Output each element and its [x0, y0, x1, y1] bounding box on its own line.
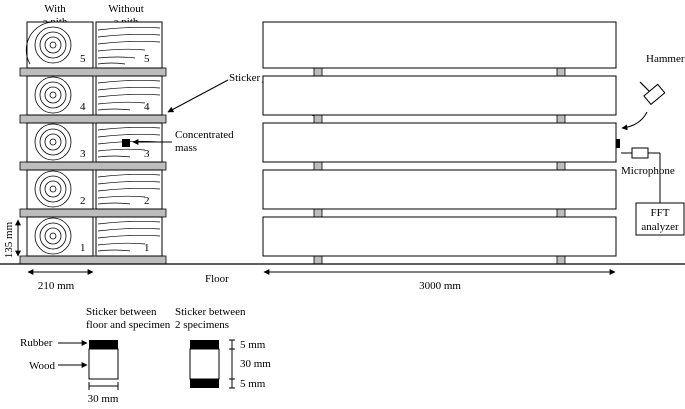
sticker-detail-between: Sticker between 2 specimens 5 mm 30 mm 5… [175, 306, 271, 390]
sticker [313, 67, 323, 77]
concentrated-mass-block [122, 139, 130, 147]
specimen-with-pith-2 [26, 169, 94, 210]
sticker [556, 67, 566, 77]
dim-30-width-label: 30 mm [88, 393, 119, 404]
long-specimen-4 [262, 75, 617, 116]
rubber-layer [89, 340, 118, 349]
sticker-bar [19, 208, 167, 218]
floor-label: Floor [205, 273, 229, 285]
sticker-bar [19, 114, 167, 124]
rubber-layer-top [190, 340, 219, 349]
specimen-number: 1 [144, 242, 150, 254]
sticker-arrow-left [167, 79, 229, 113]
sticker-spec-label-line1: Sticker between [175, 306, 246, 318]
wood-layer [88, 348, 119, 380]
sticker-bar [19, 255, 167, 265]
specimen-number: 5 [144, 53, 150, 65]
rubber-label: Rubber [20, 337, 53, 349]
long-specimen-5 [262, 21, 617, 69]
fft-analyzer-box [635, 202, 685, 236]
without-pith-label-line1: Without [108, 3, 144, 15]
sticker [556, 255, 566, 265]
specimen-with-pith-5 [26, 21, 94, 69]
microphone-label: Microphone [621, 165, 675, 177]
specimen-with-pith-3 [26, 122, 94, 163]
sticker-bar [19, 67, 167, 77]
specimen-number: 3 [144, 148, 150, 160]
dim-210-label: 210 mm [38, 280, 75, 292]
concentrated-mass-label-line1: Concentrated [175, 129, 234, 141]
with-pith-label-line1: With [44, 3, 66, 15]
sticker-bar [19, 161, 167, 171]
dim-5-top-label: 5 mm [240, 339, 266, 351]
impact-arrow [621, 111, 648, 131]
specimen-without-pith-4 [95, 75, 163, 116]
specimen-number: 4 [80, 101, 86, 113]
fft-label-line1: FFT [651, 207, 670, 219]
hammer-icon [639, 81, 666, 106]
dim-30-height-label: 30 mm [240, 358, 271, 370]
sticker [313, 255, 323, 265]
sticker [313, 208, 323, 218]
dim-3000-label: 3000 mm [419, 280, 461, 292]
specimen-number: 1 [80, 242, 86, 254]
specimen-number: 4 [144, 101, 150, 113]
sticker-spec-label-line2: 2 specimens [175, 319, 229, 331]
sticker-floor-label-line1: Sticker between [86, 306, 157, 318]
dim-135-label: 135 mm [3, 221, 15, 258]
wood-label: Wood [29, 360, 56, 372]
sticker-floor-label-line2: floor and specimen [86, 319, 171, 331]
long-specimen-3 [262, 122, 617, 163]
sticker [556, 114, 566, 124]
cross-section-stack: With a pith Without a pith 5 5 4 4 [3, 3, 234, 292]
long-specimen-2 [262, 169, 617, 210]
fft-label-line2: analyzer [641, 221, 679, 233]
specimen-number: 5 [80, 53, 86, 65]
microphone-icon [621, 147, 661, 203]
sticker [313, 114, 323, 124]
sticker [556, 208, 566, 218]
sticker [313, 161, 323, 171]
wood-layer-middle [189, 348, 220, 380]
specimen-without-pith-5 [95, 21, 163, 69]
long-specimen-1 [262, 216, 617, 257]
longitudinal-stack: 3000 mm [262, 21, 617, 292]
specimen-number: 2 [144, 195, 150, 207]
specimen-number: 2 [80, 195, 86, 207]
concentrated-mass-label-line2: mass [175, 142, 197, 154]
specimen-without-pith-2 [95, 169, 163, 210]
impact-point-marker [616, 139, 620, 148]
sticker-detail-floor: Sticker between floor and specimen Rubbe… [20, 306, 171, 405]
specimen-number: 3 [80, 148, 86, 160]
dim-5-bottom-label: 5 mm [240, 378, 266, 390]
sticker [556, 161, 566, 171]
specimen-with-pith-1 [26, 216, 94, 257]
specimen-without-pith-1 [95, 216, 163, 257]
sticker-label: Sticker [229, 72, 260, 84]
rubber-layer-bottom [190, 379, 219, 388]
hammer-label: Hammer [646, 53, 685, 65]
specimen-with-pith-4 [26, 75, 94, 116]
